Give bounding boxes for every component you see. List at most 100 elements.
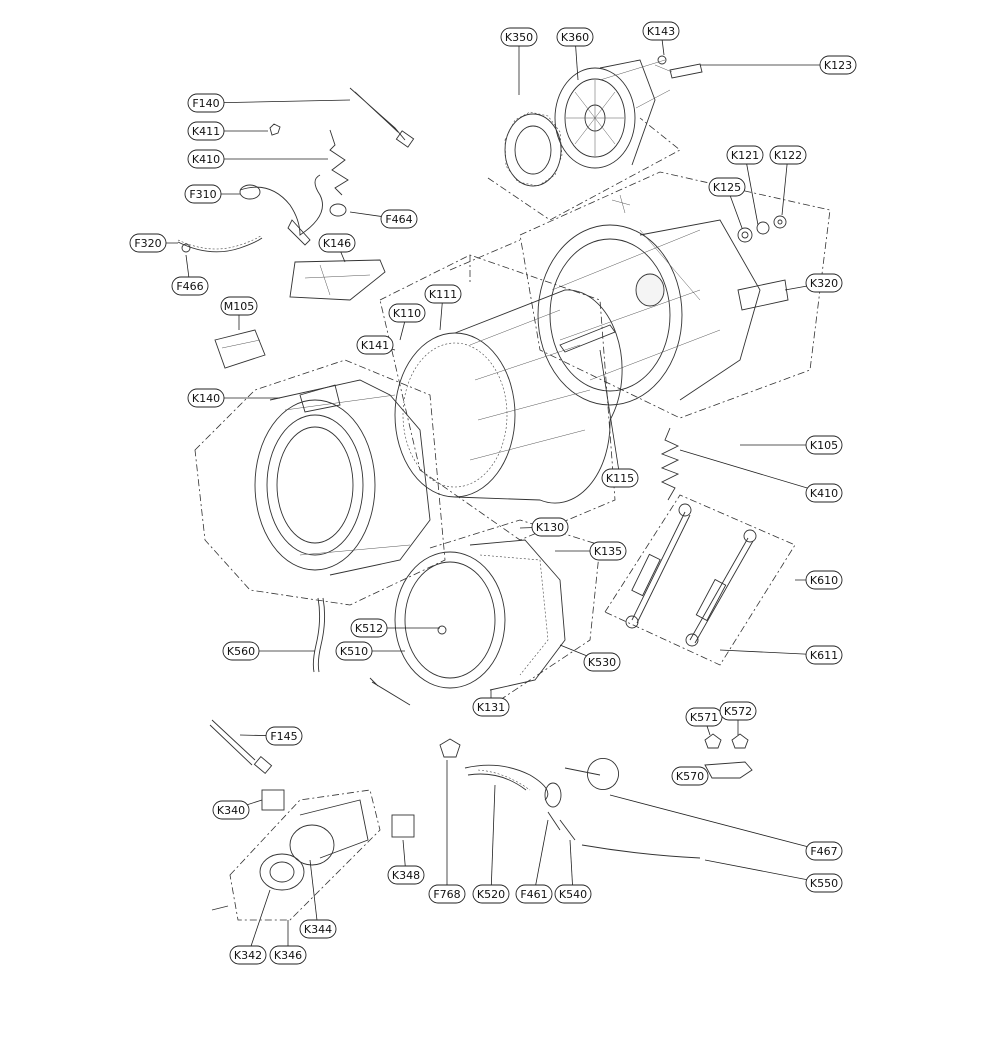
callout-label: K140 [192, 392, 220, 405]
callout-k320: K320 [784, 273, 843, 293]
callout-f768: F768 [428, 760, 466, 904]
callout-bubble [356, 335, 394, 355]
callout-label: K143 [647, 25, 675, 38]
callout-label: K411 [192, 125, 220, 138]
callout-label: F466 [176, 280, 203, 293]
callout-bubble [805, 435, 843, 455]
drain-pump-assembly [211, 789, 415, 921]
callout-bubble [171, 276, 209, 296]
callout-label: K111 [429, 288, 457, 301]
callout-f464: F464 [349, 209, 418, 229]
callout-bubble [187, 388, 225, 408]
door-gasket [369, 519, 601, 706]
callout-k122: K122 [769, 145, 807, 216]
callout-label: F461 [520, 888, 547, 901]
callout-label: K141 [361, 339, 389, 352]
callout-bubble [671, 766, 709, 786]
callout-bubble [318, 233, 356, 253]
callout-k350: K350 [500, 27, 538, 95]
callout-label: K530 [588, 656, 616, 669]
callout-bubble [269, 945, 307, 965]
callout-k510: K510 [335, 641, 405, 661]
drain-hose-assembly [209, 719, 701, 859]
callout-bubble [589, 541, 627, 561]
callout-bubble [554, 884, 592, 904]
callout-label: K123 [824, 59, 852, 72]
callout-k135: K135 [555, 541, 627, 561]
callout-bubble [424, 284, 462, 304]
callout-bubble [805, 645, 843, 665]
callout-k123: K123 [700, 55, 857, 75]
callout-bubble [472, 884, 510, 904]
callout-k560: K560 [222, 641, 315, 661]
callout-bubble [388, 303, 426, 323]
callout-bubble [299, 919, 337, 939]
leader-line [744, 154, 759, 226]
callout-bubble [222, 641, 260, 661]
callout-label: F320 [134, 237, 161, 250]
callout-bubble [556, 27, 594, 47]
callout-bubble [805, 273, 843, 293]
callout-bubble [642, 21, 680, 41]
callout-label: K410 [192, 153, 220, 166]
callout-label: K131 [477, 701, 505, 714]
callout-k115: K115 [599, 349, 639, 488]
dampers [604, 494, 796, 666]
leader-line [609, 794, 825, 852]
callout-k110: K110 [388, 303, 426, 341]
bottom-right-small-parts [564, 733, 753, 790]
callout-label: K611 [810, 649, 838, 662]
leader-line [781, 154, 789, 216]
callout-label: K125 [713, 181, 741, 194]
pulley-assembly [487, 55, 703, 221]
tub-rear [519, 171, 831, 419]
callout-f320: F320 [129, 233, 178, 253]
callout-k572: K572 [719, 701, 757, 735]
callout-bubble [187, 93, 225, 113]
callout-f140: F140 [187, 93, 351, 113]
callout-bubble [805, 841, 843, 861]
callout-k348: K348 [387, 839, 425, 885]
callout-k344: K344 [299, 859, 337, 939]
callout-k611: K611 [719, 645, 843, 665]
callout-label: K110 [393, 307, 421, 320]
callout-k360: K360 [556, 27, 594, 81]
callout-label: K510 [340, 645, 368, 658]
callout-bubble [769, 145, 807, 165]
callout-label: K560 [227, 645, 255, 658]
part-drawings [177, 55, 831, 921]
callout-bubble [229, 945, 267, 965]
callout-label: F310 [189, 188, 216, 201]
leader-line [599, 349, 621, 479]
callout-k610: K610 [795, 570, 843, 590]
callout-bubble [500, 27, 538, 47]
callout-k111: K111 [424, 284, 462, 331]
callout-label: K342 [234, 949, 262, 962]
callout-label: K520 [477, 888, 505, 901]
callout-k340: K340 [212, 799, 263, 820]
callout-bubble [428, 884, 466, 904]
callout-label: F467 [810, 845, 837, 858]
callout-label: K572 [724, 705, 752, 718]
callout-label: K115 [606, 472, 634, 485]
callout-label: K320 [810, 277, 838, 290]
callout-k146: K146 [318, 233, 356, 263]
callout-bubble [187, 121, 225, 141]
leader-line [309, 859, 319, 930]
tub-front [194, 359, 446, 606]
callout-f461: F461 [515, 819, 553, 904]
callout-label: K135 [594, 545, 622, 558]
callout-k410b: K410 [679, 449, 843, 503]
callout-label: K571 [690, 711, 718, 724]
callout-label: K512 [355, 622, 383, 635]
callout-k570: K570 [671, 766, 709, 786]
callout-k530: K530 [559, 644, 621, 672]
callout-k512: K512 [350, 618, 440, 638]
callout-label: K540 [559, 888, 587, 901]
callout-k520: K520 [472, 784, 510, 904]
callout-k550: K550 [704, 859, 843, 893]
callout-bubble [583, 652, 621, 672]
callout-k105: K105 [740, 435, 843, 455]
callout-bubble [187, 149, 225, 169]
